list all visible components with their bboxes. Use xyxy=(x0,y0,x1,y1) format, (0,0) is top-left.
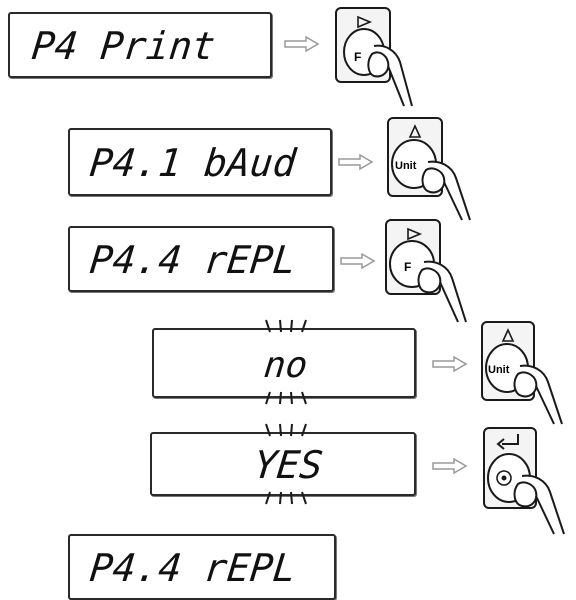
flow-arrow-icon xyxy=(432,356,468,372)
lcd-text-3: P4.4 rEPL xyxy=(87,238,299,282)
blink-marks-bottom-icon xyxy=(265,391,307,405)
lcd-display-2: P4.1 bAud xyxy=(68,128,332,196)
pressing-finger-icon xyxy=(385,219,467,323)
enter-arrow-icon xyxy=(496,434,519,450)
unit-button[interactable]: Unit xyxy=(386,116,472,224)
flow-arrow-icon xyxy=(284,36,320,52)
unit-button[interactable]: Unit xyxy=(480,320,572,428)
blink-marks-top-icon xyxy=(265,423,307,437)
f-button-label: F xyxy=(404,260,412,274)
flow-arrow-icon xyxy=(340,253,376,269)
lcd-text-6: P4.4 rEPL xyxy=(87,546,299,590)
f-button[interactable]: F xyxy=(384,218,470,326)
unit-button-label: Unit xyxy=(395,160,417,172)
pressing-finger-icon xyxy=(387,117,471,221)
lcd-text-5: YES xyxy=(251,443,325,487)
blink-marks-bottom-icon xyxy=(265,491,307,505)
lcd-display-4: no xyxy=(152,328,416,398)
lcd-display-3: P4.4 rEPL xyxy=(68,226,334,292)
blink-marks-top-icon xyxy=(265,319,307,333)
lcd-text-4: no xyxy=(261,345,310,386)
flow-arrow-icon xyxy=(432,458,468,474)
lcd-display-5: YES xyxy=(150,432,416,496)
pressing-finger-icon xyxy=(483,427,565,535)
pressing-finger-icon xyxy=(481,321,563,425)
lcd-display-1: P4 Print xyxy=(8,12,272,78)
f-button[interactable]: F xyxy=(334,6,414,110)
lcd-display-6: P4.4 rEPL xyxy=(68,534,336,600)
enter-button[interactable] xyxy=(482,426,574,538)
f-button-label: F xyxy=(354,50,362,64)
pressing-finger-icon xyxy=(335,7,413,107)
lcd-text-2: P4.1 bAud xyxy=(87,141,299,185)
lcd-text-1: P4 Print xyxy=(29,24,218,68)
flow-arrow-icon xyxy=(338,154,374,170)
unit-button-label: Unit xyxy=(488,364,510,376)
